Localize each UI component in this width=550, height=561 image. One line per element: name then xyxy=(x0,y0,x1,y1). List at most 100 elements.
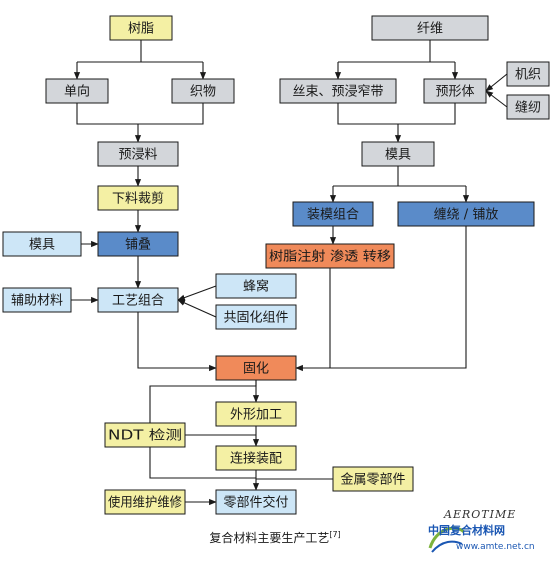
node-mold-assembly: 装模组合 xyxy=(292,201,374,227)
node-label: 金属零部件 xyxy=(340,472,405,488)
node-label: 缠绕 / 铺放 xyxy=(434,207,499,223)
node-box xyxy=(361,141,435,167)
node-label: 辅助材料 xyxy=(11,294,63,309)
node-rtm: 树脂注射 渗透 转移 xyxy=(265,243,395,269)
node-box xyxy=(423,78,487,104)
node-box xyxy=(97,231,179,257)
watermark-cn: 中国复合材料网 xyxy=(428,524,505,537)
node-box xyxy=(215,355,297,381)
node-box xyxy=(97,141,179,167)
node-box xyxy=(215,273,297,299)
node-box xyxy=(171,78,235,104)
node-box xyxy=(215,489,297,515)
node-label: 单向 xyxy=(64,84,90,100)
node-maintenance: 使用维护维修 xyxy=(104,489,186,515)
connector xyxy=(177,285,217,301)
node-joining: 连接装配 xyxy=(215,445,297,471)
node-label: 缝纫 xyxy=(515,101,541,116)
caption-reference: [7] xyxy=(329,530,341,539)
node-label: 下料裁剪 xyxy=(112,191,164,207)
watermark-url: www.amte.net.cn xyxy=(456,542,535,552)
node-label: 预浸料 xyxy=(118,148,157,163)
node-box xyxy=(279,78,397,104)
node-mold-top: 模具 xyxy=(361,141,435,167)
node-box xyxy=(215,445,297,471)
node-cocure: 共固化组件 xyxy=(215,304,297,330)
node-honeycomb: 蜂窝 xyxy=(215,273,297,299)
node-label: 丝束、预浸窄带 xyxy=(292,84,383,100)
node-box xyxy=(265,243,395,269)
connector xyxy=(337,103,456,125)
node-label: 零部件交付 xyxy=(223,495,288,511)
node-label: 工艺组合 xyxy=(112,294,164,309)
node-box xyxy=(97,287,179,313)
node-label: 预形体 xyxy=(435,85,474,100)
node-label: 树脂注射 渗透 转移 xyxy=(269,249,391,265)
node-box xyxy=(97,185,179,211)
node-cure: 固化 xyxy=(215,355,297,381)
node-fiber: 纤维 xyxy=(371,15,489,41)
node-label: 机织 xyxy=(515,68,541,83)
node-label: NDT 检测 xyxy=(108,429,182,444)
node-box xyxy=(397,201,535,227)
node-label: 使用维护维修 xyxy=(108,495,182,511)
node-label: 树脂 xyxy=(128,22,154,37)
node-box xyxy=(371,15,489,41)
node-label: 固化 xyxy=(243,362,269,377)
node-label: 铺叠 xyxy=(125,238,151,253)
node-prepreg: 预浸料 xyxy=(97,141,179,167)
connector xyxy=(485,90,508,108)
node-box xyxy=(215,401,297,427)
node-aux-material: 辅助材料 xyxy=(2,287,72,313)
node-label: 装模组合 xyxy=(307,208,359,223)
node-box xyxy=(292,201,374,227)
connector xyxy=(330,226,467,369)
node-metal-parts: 金属零部件 xyxy=(332,466,414,492)
watermark-logo: AEROTIME 中国复合材料网 www.amte.net.cn xyxy=(426,508,544,558)
node-stitching: 缝纫 xyxy=(506,94,550,120)
connector xyxy=(149,380,257,479)
figure-caption: 复合材料主要生产工艺[7] xyxy=(0,529,550,546)
node-cutting: 下料裁剪 xyxy=(97,185,179,211)
node-box xyxy=(506,94,550,120)
node-box xyxy=(332,466,414,492)
node-winding: 缠绕 / 铺放 xyxy=(397,201,535,227)
node-process-assembly: 工艺组合 xyxy=(97,287,179,313)
node-label: 纤维 xyxy=(417,22,443,37)
node-fabric: 织物 xyxy=(171,78,235,104)
caption-text: 复合材料主要生产工艺 xyxy=(209,531,330,545)
connector xyxy=(485,73,508,92)
node-preform: 预形体 xyxy=(423,78,487,104)
node-delivery: 零部件交付 xyxy=(215,489,297,515)
node-label: 模具 xyxy=(29,238,55,253)
node-tow: 丝束、预浸窄带 xyxy=(279,78,397,104)
node-box xyxy=(104,489,186,515)
node-layup: 铺叠 xyxy=(97,231,179,257)
node-box xyxy=(215,304,297,330)
node-label: 蜂窝 xyxy=(243,279,269,295)
node-resin: 树脂 xyxy=(109,15,173,41)
node-unidirectional: 单向 xyxy=(45,78,109,104)
node-box xyxy=(2,287,72,313)
node-label: 外形加工 xyxy=(230,408,282,423)
node-box xyxy=(104,422,186,448)
connector xyxy=(177,299,217,318)
node-label: 连接装配 xyxy=(230,451,282,467)
node-ndt: NDT 检测 xyxy=(104,422,186,448)
watermark-brand: AEROTIME xyxy=(444,508,517,521)
connector xyxy=(295,268,331,372)
node-label: 模具 xyxy=(385,148,411,163)
connector xyxy=(76,103,204,125)
node-machining: 外形加工 xyxy=(215,401,297,427)
node-box xyxy=(2,231,82,257)
connector xyxy=(137,312,217,372)
process-flowchart: 树脂纤维单向织物丝束、预浸窄带预形体机织缝纫预浸料模具下料裁剪装模组合缠绕 / … xyxy=(2,15,550,515)
node-label: 共固化组件 xyxy=(223,311,288,326)
node-mold-left: 模具 xyxy=(2,231,82,257)
node-box xyxy=(109,15,173,41)
node-weaving: 机织 xyxy=(506,61,550,87)
node-label: 织物 xyxy=(190,85,216,100)
swirl-icon xyxy=(428,526,466,553)
node-box xyxy=(45,78,109,104)
node-box xyxy=(506,61,550,87)
